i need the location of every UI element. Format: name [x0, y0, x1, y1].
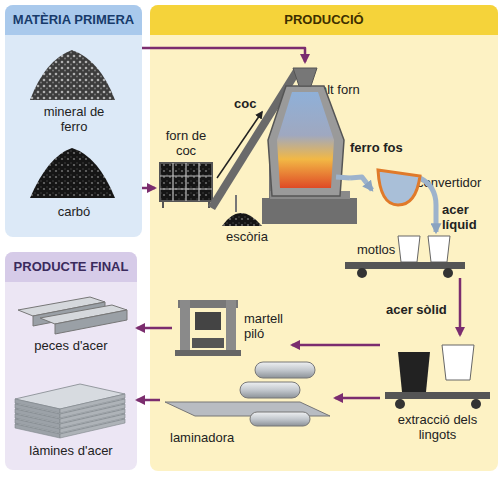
flow-label: acer líquid: [442, 202, 490, 232]
part-label: escòria: [226, 229, 276, 244]
iron-ore-pile: [30, 50, 115, 100]
flow-arrow: [137, 399, 160, 402]
coke-oven: [160, 163, 212, 201]
flow-label: ferro fos: [350, 140, 412, 155]
oven-grid: [160, 163, 212, 201]
furnace-shell: [268, 86, 344, 196]
mold: [398, 236, 420, 262]
cart-wheel: [471, 399, 481, 409]
coal-pile: [30, 148, 115, 198]
flow-arrow: [137, 327, 172, 330]
flow-arrow: [217, 112, 262, 178]
furnace-interior: [277, 92, 334, 188]
node-label: extracció dels lingots: [380, 412, 495, 442]
cart-wheel: [443, 268, 453, 278]
mold-cart: [345, 262, 465, 269]
hammer-ram: [195, 312, 221, 330]
section-title: PRODUCTE FINAL: [5, 252, 137, 282]
cart-wheel: [357, 268, 367, 278]
flow-arrow: [335, 397, 380, 400]
section-title: MATÈRIA PRIMERA: [5, 5, 142, 35]
section-panel: MATÈRIA PRIMERA mineral de ferro carbó: [5, 5, 142, 237]
flow-arrow: [434, 205, 439, 232]
flow-arrow: [292, 344, 380, 347]
node-label: làmines d'acer: [5, 443, 137, 458]
ingot: [398, 352, 430, 392]
flow-label: acer sòlid: [386, 302, 456, 317]
node-label: mineral de ferro: [29, 104, 119, 134]
node-label: laminadora: [170, 430, 260, 445]
section-title: PRODUCCIÓ: [150, 5, 498, 35]
mill-roller: [255, 362, 315, 378]
mold: [428, 236, 450, 262]
hammer-anvil: [192, 338, 224, 348]
cart-wheel: [395, 399, 405, 409]
converter-vessel: [378, 170, 420, 205]
slag-pile: [222, 213, 262, 226]
node-label: peces d'acer: [5, 338, 137, 353]
mill-roller: [240, 382, 300, 398]
oven-legs: [163, 201, 209, 208]
steel-beam: [55, 310, 127, 334]
hammer-base: [175, 350, 241, 356]
flow-label: coc: [234, 96, 264, 111]
flow-arrow: [142, 48, 305, 62]
flow-arrow: [142, 187, 155, 190]
furnace-hopper: [293, 68, 317, 86]
node-label: carbó: [29, 204, 119, 219]
section-panel: PRODUCTE FINAL peces d'acer làmines d'acer: [5, 252, 137, 470]
steel-sheet: [15, 384, 125, 413]
hammer-column: [226, 300, 236, 352]
process-step: extracció dels lingots: [380, 335, 495, 445]
flow-arrow: [459, 278, 462, 335]
hammer-column: [180, 300, 190, 352]
furnace-base: [262, 198, 357, 224]
node-label: martell piló: [244, 311, 292, 341]
lifted-mold: [442, 345, 474, 380]
node-label: forn de coc: [155, 128, 217, 158]
steel-stream: [420, 178, 436, 205]
tap-channel: [336, 177, 350, 178]
ingot-cart: [385, 392, 490, 399]
mill-roller: [250, 412, 310, 426]
flow-arrow: [350, 177, 372, 190]
